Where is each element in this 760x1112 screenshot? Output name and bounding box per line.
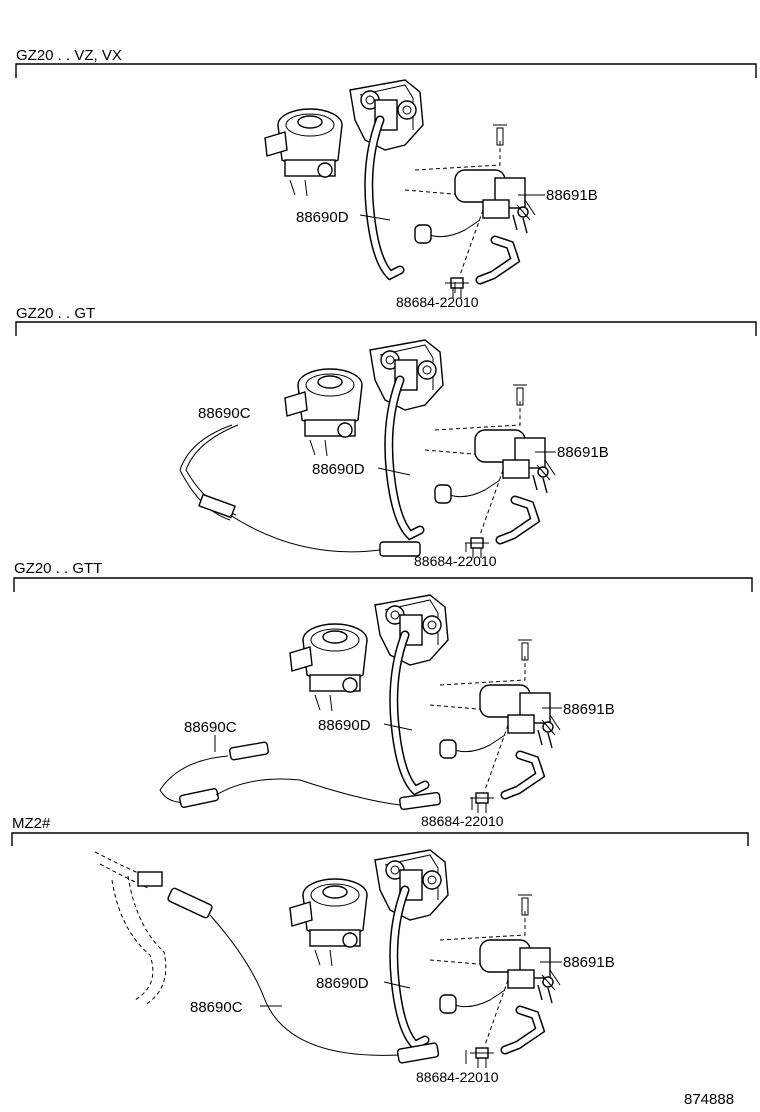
section-4-clamp — [137, 871, 163, 887]
section-3-variant: GZ20 . . GTT — [14, 560, 102, 577]
section-2-cable-end — [379, 541, 421, 557]
section-1-assembly — [265, 80, 535, 298]
section-4-valve-label: 88691B — [563, 954, 615, 971]
section-4-fitting-label: 88684-22010 — [416, 1069, 499, 1085]
section-4-dashed-hose-a — [111, 879, 154, 1001]
section-3-fitting-label: 88684-22010 — [421, 813, 504, 829]
section-4-cable-label: 88690C — [190, 999, 243, 1016]
section-2-hose-leader — [377, 467, 411, 476]
section-2-variant: GZ20 . . GT — [16, 305, 95, 322]
section-2-divider — [15, 321, 757, 336]
section-4-dashed-hose-b — [127, 875, 167, 1006]
section-2-hose-label: 88690D — [312, 461, 365, 478]
section-3-hose-leader — [383, 723, 413, 731]
section-2-fitting-label: 88684-22010 — [414, 553, 497, 569]
section-1-hose-label: 88690D — [296, 209, 349, 226]
section-3-cable-end-top — [229, 741, 269, 761]
section-2-valve-label: 88691B — [557, 444, 609, 461]
section-4-variant: MZ2# — [12, 815, 51, 832]
section-3-divider — [13, 577, 753, 592]
section-2-cable-label: 88690C — [198, 405, 251, 422]
section-3-valve-label: 88691B — [563, 701, 615, 718]
section-4-divider — [11, 832, 749, 846]
section-2-cable-sleeve — [198, 493, 236, 519]
section-1-fitting-label: 88684-22010 — [396, 294, 479, 310]
section-1-hose-leader — [359, 214, 391, 221]
section-1-variant: GZ20 . . VZ, VX — [16, 47, 122, 64]
section-4-cable-end-top — [167, 887, 213, 919]
section-3-cable-label: 88690C — [184, 719, 237, 736]
section-4-cable-end — [396, 1042, 440, 1064]
figure-number: 874888 — [684, 1091, 734, 1108]
section-3-assembly — [290, 595, 560, 813]
section-3-cable-b — [215, 778, 401, 806]
section-1-divider — [15, 63, 757, 78]
section-4-hose-leader — [383, 981, 411, 989]
section-2-cable-lower — [229, 514, 381, 553]
section-3-cable-sleeve — [179, 788, 219, 808]
section-4-hose-label: 88690D — [316, 975, 369, 992]
section-2-assembly — [285, 340, 555, 558]
section-4-cable — [209, 914, 401, 1056]
section-4-assembly — [290, 850, 560, 1068]
section-3-cable-end — [399, 791, 441, 811]
section-3-hose-label: 88690D — [318, 717, 371, 734]
section-1-valve-label: 88691B — [546, 187, 598, 204]
